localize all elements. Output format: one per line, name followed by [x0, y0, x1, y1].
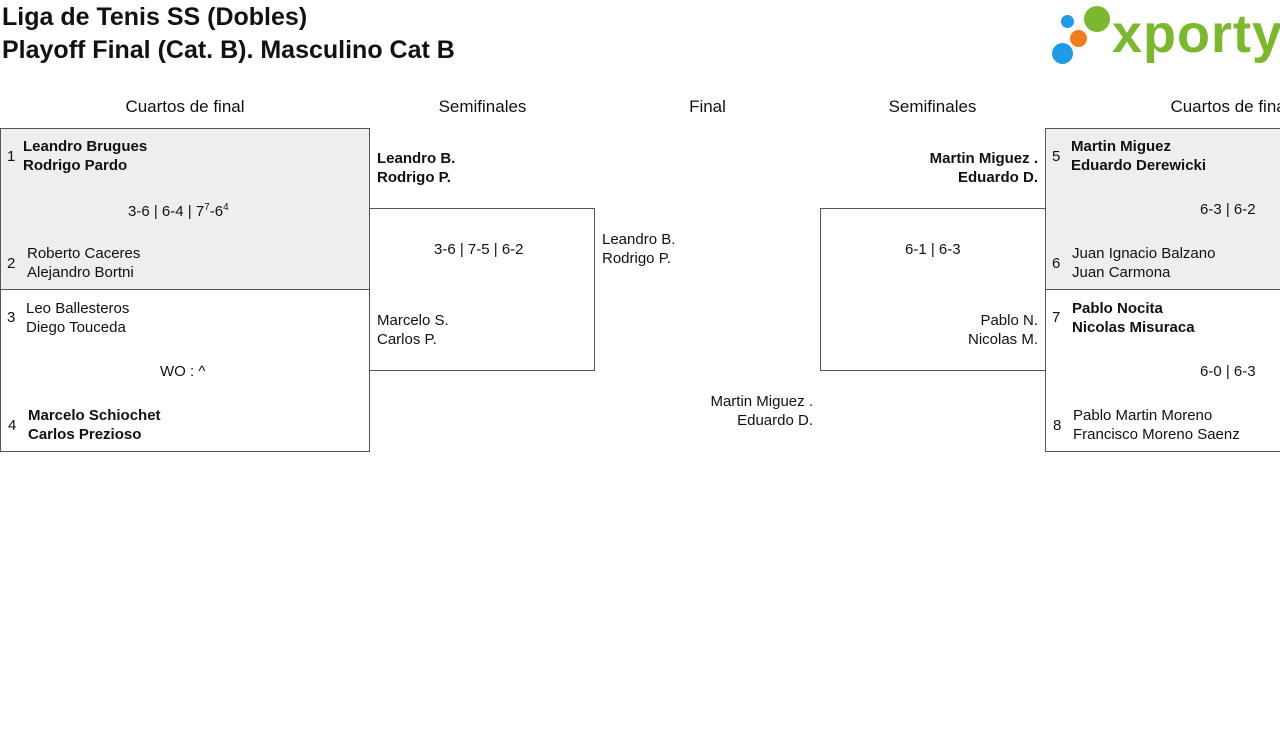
player-name: Eduardo D.: [957, 169, 1038, 186]
player-name: Nicolas Misuraca: [1072, 319, 1195, 336]
column-heading-sf-left: Semifinales: [438, 97, 527, 116]
player-name: Alejandro Bortni: [27, 264, 134, 281]
seed-number: 4: [8, 417, 17, 434]
player-name: Nicolas M.: [967, 331, 1038, 348]
xporty-logo[interactable]: xporty: [1050, 4, 1280, 68]
finalist-name: Rodrigo P.: [602, 250, 671, 267]
column-heading-qf-right: Cuartos de final: [1170, 97, 1280, 116]
player-name: Rodrigo P.: [377, 169, 451, 186]
seed-number: 8: [1053, 417, 1062, 434]
finalist-name: Martin Miguez .: [710, 393, 813, 410]
player-name: Pablo N.: [980, 312, 1038, 329]
player-name: Leandro Brugues: [23, 138, 148, 155]
match-qf-right-2[interactable]: 7 Pablo Nocita Nicolas Misuraca 6-0 | 6-…: [1045, 289, 1280, 452]
tournament-title: Liga de Tenis SS (Dobles): [2, 3, 308, 31]
logo-dot-orange: [1070, 30, 1087, 47]
logo-wordmark: xporty: [1112, 4, 1280, 64]
seed-number: 5: [1052, 148, 1061, 165]
player-name: Marcelo S.: [377, 312, 449, 329]
player-name: Roberto Caceres: [27, 245, 141, 262]
seed-number: 7: [1052, 309, 1061, 326]
player-name: Carlos Prezioso: [28, 426, 142, 443]
player-name: Carlos P.: [377, 331, 437, 348]
player-name: Leandro B.: [377, 150, 456, 167]
logo-dot-blue-small: [1061, 15, 1074, 28]
player-name: Juan Carmona: [1072, 264, 1171, 281]
column-heading-qf-left: Cuartos de final: [125, 97, 245, 116]
player-name: Martin Miguez: [1071, 138, 1171, 155]
match-score: 3-6 | 6-4 | 77-64: [128, 202, 229, 221]
player-name: Eduardo Derewicki: [1071, 157, 1207, 174]
match-score: 3-6 | 7-5 | 6-2: [434, 241, 524, 258]
player-name: Leo Ballesteros: [26, 300, 130, 317]
match-qf-left-1[interactable]: 1 Leandro Brugues Rodrigo Pardo 3-6 | 6-…: [0, 128, 370, 290]
player-name: Pablo Martin Moreno: [1073, 407, 1213, 424]
seed-number: 1: [7, 148, 16, 165]
match-score: 6-0 | 6-3: [1200, 363, 1256, 380]
finalist-name: Eduardo D.: [737, 412, 813, 429]
tiebreak-score: 7: [204, 202, 210, 213]
logo-dot-blue-large: [1052, 43, 1073, 64]
match-qf-right-1[interactable]: 5 Martin Miguez Eduardo Derewicki 6-3 | …: [1045, 128, 1280, 290]
seed-number: 3: [7, 309, 16, 326]
match-qf-left-2[interactable]: 3 Leo Ballesteros Diego Touceda WO : ^ 4…: [0, 289, 370, 452]
player-name: Marcelo Schiochet: [28, 407, 161, 424]
match-sf-left[interactable]: 3-6 | 7-5 | 6-2 Marcelo S. Carlos P.: [369, 208, 595, 371]
seed-number: 2: [7, 255, 16, 272]
finalist-name: Leandro B.: [602, 231, 676, 248]
player-name: Martin Miguez .: [929, 150, 1038, 167]
column-heading-sf-right: Semifinales: [888, 97, 977, 116]
player-name: Pablo Nocita: [1072, 300, 1163, 317]
player-name: Juan Ignacio Balzano: [1072, 245, 1216, 262]
player-name: Francisco Moreno Saenz: [1073, 426, 1240, 443]
player-name: Diego Touceda: [26, 319, 126, 336]
player-name: Rodrigo Pardo: [23, 157, 128, 174]
match-score: 6-1 | 6-3: [905, 241, 961, 258]
seed-number: 6: [1052, 255, 1061, 272]
tiebreak-score: 4: [223, 202, 229, 213]
match-score: 6-3 | 6-2: [1200, 201, 1256, 218]
column-heading-final: Final: [689, 97, 726, 116]
logo-dot-green: [1084, 6, 1110, 32]
match-score: WO : ^: [160, 363, 206, 380]
draw-subtitle: Playoff Final (Cat. B). Masculino Cat B: [2, 36, 455, 64]
match-sf-right[interactable]: 6-1 | 6-3 Pablo N. Nicolas M.: [820, 208, 1046, 371]
